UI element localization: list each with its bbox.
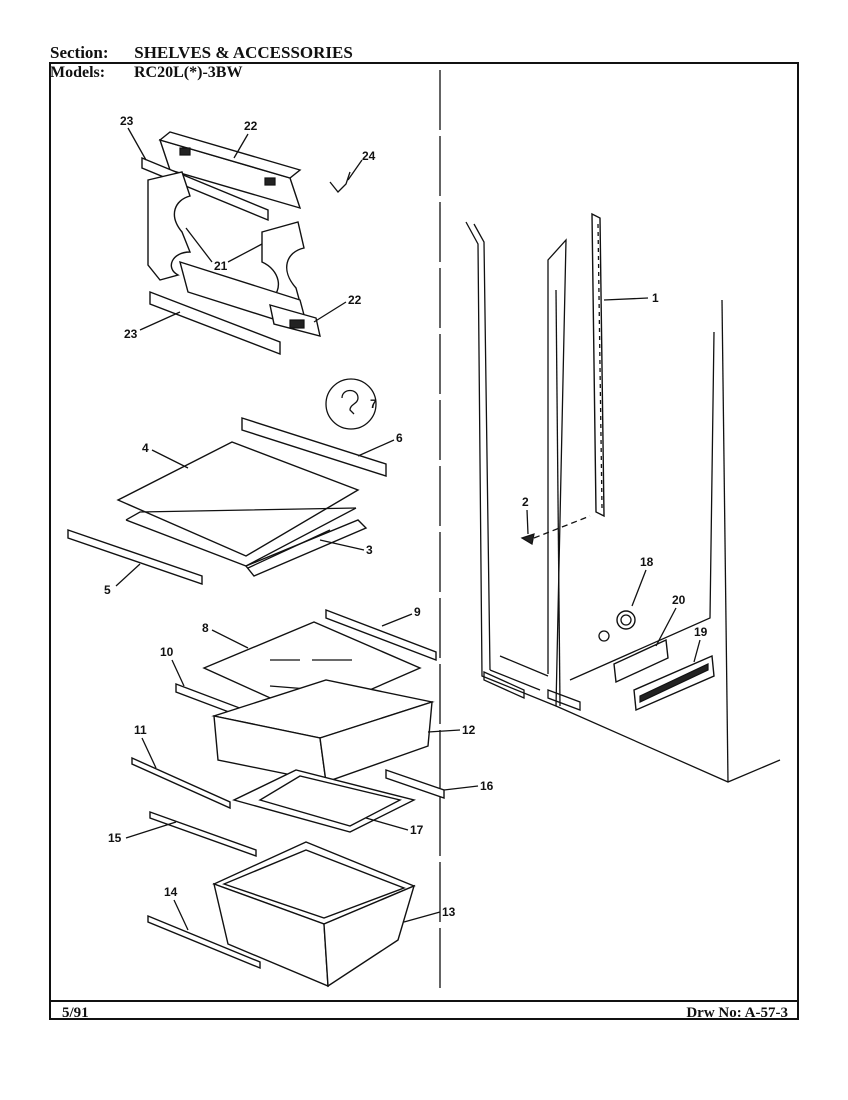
callout-2: 2 bbox=[522, 495, 529, 535]
part-7-clip-circle bbox=[325, 378, 377, 430]
callout-19: 19 bbox=[693, 625, 708, 663]
part-2-screw bbox=[520, 515, 591, 545]
part-22-top-bracket bbox=[158, 131, 302, 210]
callout-24: 24 bbox=[347, 149, 376, 181]
callout-15: 15 bbox=[108, 821, 177, 845]
part-22-bottom-bracket bbox=[269, 304, 321, 337]
part-1-shelf-ladder bbox=[591, 212, 605, 518]
callout-13: 13 bbox=[403, 905, 456, 923]
drawing-frame bbox=[49, 62, 799, 1020]
callout-label: 9 bbox=[414, 605, 421, 619]
callout-label: 14 bbox=[164, 885, 178, 899]
callout-label: 8 bbox=[202, 621, 209, 635]
callout-label: 4 bbox=[142, 441, 149, 455]
part-16-slide-rail bbox=[385, 769, 445, 799]
callout-7: 7 bbox=[370, 397, 377, 411]
callout-1: 1 bbox=[603, 291, 659, 305]
section-row: Section: SHELVES & ACCESSORIES bbox=[50, 43, 353, 63]
callout-17: 17 bbox=[365, 817, 424, 837]
part-23-bottom-trim bbox=[149, 290, 281, 356]
callout-label: 20 bbox=[672, 593, 686, 607]
callout-label: 18 bbox=[640, 555, 654, 569]
callout-20: 20 bbox=[655, 593, 686, 647]
callout-label: 22 bbox=[244, 119, 258, 133]
part-18-control-knob bbox=[598, 610, 636, 642]
callout-label: 12 bbox=[462, 723, 476, 737]
callout-23-top: 23 bbox=[120, 114, 147, 161]
callout-8: 8 bbox=[202, 621, 249, 649]
models-label: Models: bbox=[50, 64, 106, 81]
callout-21: 21 bbox=[185, 227, 263, 273]
callout-label: 21 bbox=[214, 259, 228, 273]
part-5-front-trim bbox=[67, 529, 203, 585]
callout-3: 3 bbox=[319, 539, 373, 557]
callout-label: 10 bbox=[160, 645, 174, 659]
callout-23-bottom: 23 bbox=[124, 311, 181, 341]
callout-label: 11 bbox=[134, 723, 147, 737]
part-20-control-housing bbox=[613, 638, 669, 684]
callout-5: 5 bbox=[104, 563, 141, 597]
part-13-meat-pan bbox=[212, 841, 416, 988]
callout-label: 24 bbox=[362, 149, 376, 163]
part-19-cover bbox=[633, 654, 715, 712]
callout-14: 14 bbox=[164, 885, 189, 931]
callout-label: 23 bbox=[120, 114, 134, 128]
part-9-rear-rail bbox=[325, 608, 437, 662]
part-12-crisper-pan bbox=[211, 679, 435, 783]
callout-label: 6 bbox=[396, 431, 403, 445]
callout-22-top: 22 bbox=[233, 119, 258, 159]
callout-6: 6 bbox=[357, 431, 403, 457]
models-value: RC20L(*)-3BW bbox=[134, 64, 243, 81]
callout-18: 18 bbox=[631, 555, 654, 607]
callout-11: 11 bbox=[134, 723, 157, 769]
drawing-number: Drw No: A-57-3 bbox=[686, 1005, 788, 1021]
part-15-side-rail bbox=[149, 811, 257, 857]
callout-label: 2 bbox=[522, 495, 529, 509]
callout-9: 9 bbox=[381, 605, 421, 627]
part-14-front-trim bbox=[147, 914, 261, 970]
callout-label: 19 bbox=[694, 625, 708, 639]
callout-label: 7 bbox=[370, 397, 377, 411]
callout-label: 3 bbox=[366, 543, 373, 557]
callout-label: 13 bbox=[442, 905, 456, 919]
callout-label: 5 bbox=[104, 583, 111, 597]
callout-22-bottom: 22 bbox=[313, 293, 362, 323]
cabinet-outline bbox=[465, 221, 781, 783]
callout-label: 23 bbox=[124, 327, 138, 341]
section-label: Section: bbox=[50, 43, 109, 62]
part-17-crisper-frame bbox=[232, 769, 416, 833]
part-4-glass-shelf bbox=[116, 441, 360, 557]
callout-label: 1 bbox=[652, 291, 659, 305]
callout-4: 4 bbox=[142, 441, 189, 469]
callout-label: 17 bbox=[410, 823, 424, 837]
callout-label: 16 bbox=[480, 779, 494, 793]
part-3-shelf-frame bbox=[125, 507, 368, 577]
part-11-side-rail bbox=[131, 756, 231, 810]
models-row: Models: RC20L(*)-3BW bbox=[50, 64, 242, 82]
callout-12: 12 bbox=[427, 723, 476, 737]
callout-16: 16 bbox=[443, 779, 494, 793]
revision-date: 5/91 bbox=[62, 1005, 89, 1021]
callout-label: 22 bbox=[348, 293, 362, 307]
part-24-clip bbox=[329, 171, 351, 193]
callout-label: 15 bbox=[108, 831, 122, 845]
part-6-rear-rail bbox=[241, 417, 387, 477]
section-value: SHELVES & ACCESSORIES bbox=[134, 43, 353, 62]
callout-10: 10 bbox=[160, 645, 185, 687]
footer-divider bbox=[49, 1000, 799, 1002]
